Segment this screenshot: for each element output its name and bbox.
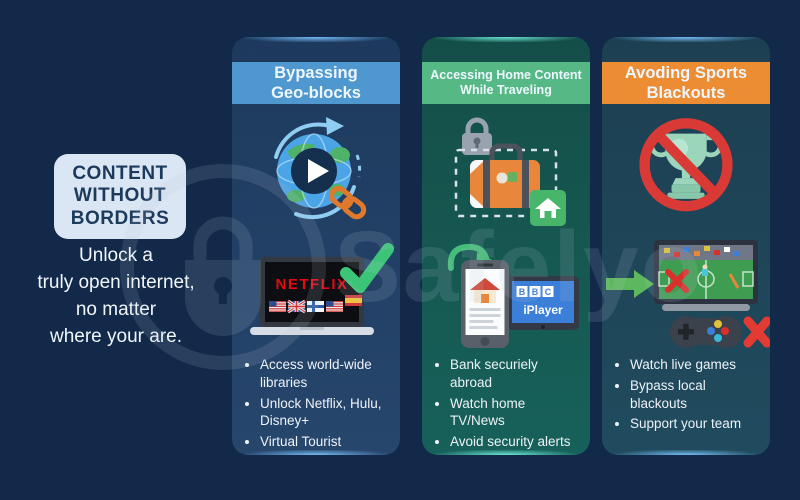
locked-suitcase-home-icon	[436, 104, 576, 242]
svg-text:B: B	[532, 287, 539, 297]
x-on-screen-icon	[665, 269, 689, 293]
card-bypassing-geoblocks: Bypassing Geo-blocks	[232, 37, 400, 455]
globe-play-link-icon	[250, 104, 382, 242]
home-badge-icon	[530, 190, 566, 226]
list-item: Support your team	[630, 415, 762, 433]
prohibition-icon	[639, 118, 733, 212]
card-sports-blackouts: Avoding Sports Blackouts	[602, 37, 770, 455]
netflix-laptop-check-icon: NETFLIX	[238, 242, 394, 348]
list-item: Bank securiely abroad	[450, 356, 582, 392]
benefits-list-sports: Watch live games Bypass local blackouts …	[602, 356, 770, 436]
svg-text:C: C	[545, 287, 552, 297]
flag-us-icon	[326, 301, 343, 312]
card-title-home-content: Accessing Home Content While Traveling	[422, 62, 590, 104]
list-item: Access world-wide libraries	[260, 356, 392, 392]
tablet-bbc-iplayer: B B C iPlayer	[507, 276, 579, 330]
card-title-geoblocks: Bypassing Geo-blocks	[232, 62, 400, 104]
sports-tv-icon	[654, 240, 758, 311]
check-icon	[340, 243, 394, 293]
benefits-list-home-content: Bank securiely abroad Watch home TV/News…	[422, 356, 590, 454]
flag-finland-icon	[307, 301, 324, 312]
flag-uk-icon	[287, 299, 306, 314]
svg-text:iPlayer: iPlayer	[523, 303, 563, 317]
flag-us-icon	[269, 301, 286, 312]
benefits-list-geoblocks: Access world-wide libraries Unlock Netfl…	[232, 356, 400, 454]
phone-bbc-iplayer-icon: B B C iPlayer	[427, 242, 585, 348]
page-subtitle: Unlock a truly open internet, no matter …	[37, 245, 195, 347]
svg-text:B: B	[519, 287, 526, 297]
phone-home-icon	[461, 260, 509, 348]
netflix-logo: NETFLIX	[276, 276, 349, 293]
blocked-trophy-icon	[632, 104, 740, 242]
tv-game-controller-blocked-icon	[602, 240, 770, 348]
list-item: Bypass local blackouts	[630, 377, 762, 413]
card-title-sports-blackouts: Avoding Sports Blackouts	[602, 62, 770, 104]
suitcase-icon	[470, 143, 540, 208]
card-home-content: Accessing Home Content While Traveling	[422, 37, 590, 455]
list-item: Watch live games	[630, 356, 762, 374]
game-controller-icon	[670, 316, 742, 348]
red-x-icon	[743, 316, 770, 348]
page-title: CONTENT WITHOUT BORDERS	[54, 154, 186, 240]
list-item: Avoid security alerts	[450, 433, 582, 451]
flag-spain-icon	[345, 295, 362, 306]
green-arrow-icon	[606, 270, 654, 298]
list-item: Virtual Tourist	[260, 433, 392, 451]
curved-arrow-icon	[447, 243, 489, 271]
list-item: Watch home TV/News	[450, 395, 582, 431]
list-item: Unlock Netflix, Hulu, Disney+	[260, 395, 392, 431]
